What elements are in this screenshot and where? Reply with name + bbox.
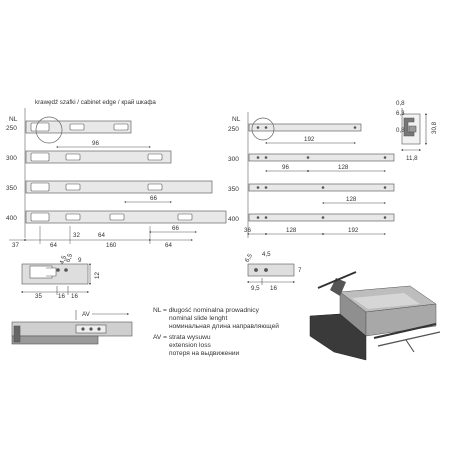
dim-0-8-a: 0,8 xyxy=(396,100,405,107)
rail-profile xyxy=(400,108,428,152)
svg-text:6,5: 6,5 xyxy=(244,252,255,263)
dim-bottom-32: 32 xyxy=(73,232,80,239)
dim-bottom-64b: 64 xyxy=(98,232,105,239)
legend-nl-1: NL = długość nominalna prowadnicy xyxy=(153,307,259,314)
dim-128-a: 128 xyxy=(338,164,349,171)
rail-350-right xyxy=(248,183,395,192)
dim-30-8: 30,8 xyxy=(431,121,438,134)
dim-36: 36 xyxy=(244,227,251,234)
svg-text:400: 400 xyxy=(6,215,17,222)
dim-6-3: 6,3 xyxy=(396,110,405,117)
nl-label-right: NL xyxy=(232,116,241,123)
left-inline-dims xyxy=(56,146,197,233)
detail-left xyxy=(20,262,92,295)
svg-text:16: 16 xyxy=(270,285,277,292)
dim-66-b: 66 xyxy=(172,225,179,232)
svg-text:9: 9 xyxy=(78,257,82,264)
right-row-labels: 250 300 350 400 xyxy=(228,126,239,223)
legend-nl-3: номинальная длина направляющей xyxy=(169,323,279,330)
right-inline-dims xyxy=(247,142,386,235)
dim-96-right: 96 xyxy=(282,164,289,171)
rail-300-right xyxy=(248,153,395,162)
svg-text:300: 300 xyxy=(228,156,239,163)
svg-text:35: 35 xyxy=(35,293,42,300)
svg-text:350: 350 xyxy=(6,185,17,192)
av-slide-drawing xyxy=(11,310,133,345)
svg-text:250: 250 xyxy=(228,126,239,133)
rail-250-right xyxy=(248,123,362,132)
dim-bottom-37: 37 xyxy=(12,242,19,249)
dim-66-a: 66 xyxy=(150,195,157,202)
dim-128-b: 128 xyxy=(346,196,357,203)
legend-av-3: потеря на выдвижении xyxy=(169,350,240,357)
dim-11-8: 11,8 xyxy=(406,155,418,162)
legend-notes: NL = długość nominalna prowadnicy nomina… xyxy=(153,307,313,358)
right-rails xyxy=(247,112,395,238)
dim-96-left: 96 xyxy=(92,140,99,147)
svg-text:9,5: 9,5 xyxy=(251,285,260,292)
svg-text:7: 7 xyxy=(298,267,302,274)
svg-text:12: 12 xyxy=(94,272,101,279)
svg-text:4,5: 4,5 xyxy=(58,254,68,265)
svg-text:250: 250 xyxy=(6,125,17,132)
detail-mid xyxy=(246,263,296,285)
left-rail-slots xyxy=(30,122,193,222)
dim-bottom-64c: 64 xyxy=(165,242,172,249)
svg-text:400: 400 xyxy=(228,216,239,223)
rail-300-left xyxy=(25,150,172,164)
right-rail-holes xyxy=(256,126,387,219)
svg-text:300: 300 xyxy=(6,155,17,162)
dim-bottom-64a: 64 xyxy=(50,242,57,249)
dim-128-c: 128 xyxy=(286,227,297,234)
dim-192-top: 192 xyxy=(304,136,315,143)
svg-text:16: 16 xyxy=(58,293,65,300)
rail-400-right xyxy=(248,213,395,222)
left-bottom-dims xyxy=(9,226,193,244)
svg-text:350: 350 xyxy=(228,186,239,193)
svg-text:6,5: 6,5 xyxy=(64,252,74,263)
svg-text:16: 16 xyxy=(71,293,78,300)
detail-circle-right xyxy=(251,117,275,141)
dim-0-8-b: 0,8 xyxy=(396,127,405,134)
cabinet-edge-label: krawędź szafki / cabinet edge / край шка… xyxy=(35,99,156,106)
rail-350-left xyxy=(25,180,213,194)
legend-av-2: extension loss xyxy=(169,342,211,349)
drawer-3d-illustration xyxy=(309,271,441,361)
dim-192-bottom: 192 xyxy=(348,227,359,234)
detail-circle-left xyxy=(35,116,63,144)
svg-text:4,5: 4,5 xyxy=(262,251,271,258)
legend-av-1: AV = strata wysuwu xyxy=(153,334,211,341)
legend-nl-2: nominal slide lenght xyxy=(169,315,228,322)
av-label: AV xyxy=(82,311,91,318)
rail-400-left xyxy=(25,210,227,224)
left-row-labels: 250 300 350 400 xyxy=(6,125,17,222)
dim-bottom-160: 160 xyxy=(106,242,117,249)
nl-label-left: NL xyxy=(9,116,18,123)
